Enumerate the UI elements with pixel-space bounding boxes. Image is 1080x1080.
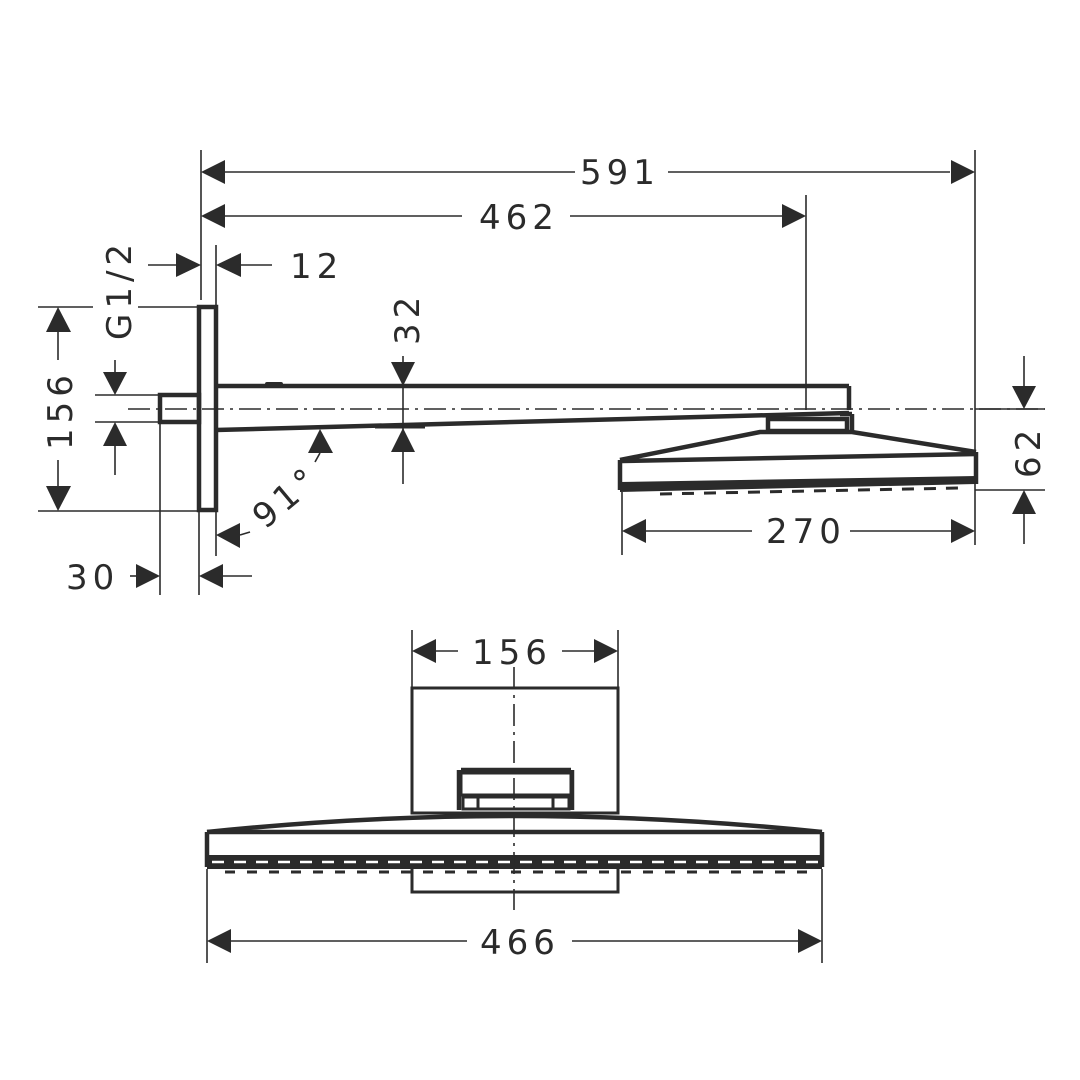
thread-label: G1/2 [100,239,140,340]
dimension-462: 462 [201,195,807,410]
dimension-462-label: 462 [479,198,559,238]
dimension-12-label: 12 [290,247,343,287]
wall-flange-front [410,686,620,815]
dimension-62: 62 [975,356,1049,544]
dimension-156-side-label: 156 [41,370,81,450]
dimension-466-label: 466 [480,923,560,963]
dimension-angle-label: 91° [245,458,328,537]
dimension-591: 591 [200,150,976,545]
dimension-thread-diameter [95,360,160,475]
dimension-angle: 91° [215,429,333,556]
dimension-270-label: 270 [766,512,846,552]
bottom-bracket [410,869,620,894]
dimension-32-label: 32 [388,292,428,345]
wall-arm [215,382,852,433]
side-view: 591 462 12 G1/2 [38,150,1049,598]
dimension-591-label: 591 [580,153,660,193]
dimension-466: 466 [206,869,823,963]
dimension-12: 12 [148,245,343,307]
shower-head-side [617,429,979,496]
dimension-62-label: 62 [1009,425,1049,478]
dimension-30: 30 [66,422,252,598]
dimension-270: 270 [621,492,975,555]
thread-connector [157,392,202,425]
head-connector-front [456,767,575,811]
dimension-30-label: 30 [66,558,119,598]
front-view: 156 466 [204,630,825,963]
dimension-156-side: 156 [38,306,199,512]
dimension-156-front: 156 [411,630,619,688]
dimension-32: 32 [388,292,428,484]
dimension-156-front-label: 156 [472,633,552,673]
